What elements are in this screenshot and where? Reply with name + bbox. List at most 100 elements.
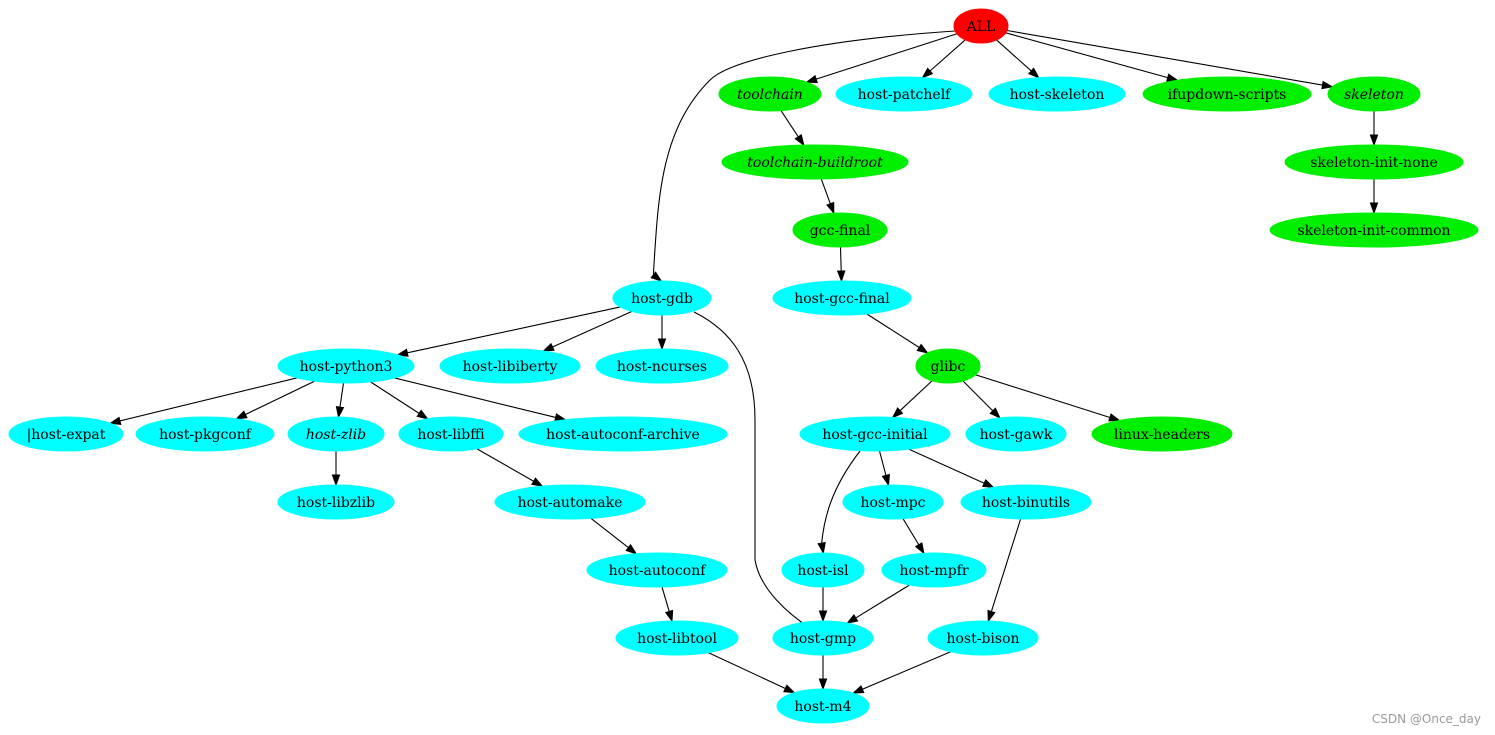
- node-skeleton-init-common[interactable]: skeleton-init-common: [1269, 212, 1479, 248]
- node-host-autoconf[interactable]: host-autoconf: [586, 552, 728, 588]
- edge-host-automake-to-host-autoconf-arrowhead: [625, 543, 638, 555]
- node-skeleton-init-common-label: skeleton-init-common: [1297, 223, 1450, 239]
- edge-ALL-to-host-gdb-line: [652, 30, 956, 275]
- node-host-libzlib-label: host-libzlib: [297, 495, 375, 511]
- edge-host-gcc-final-to-glibc: [866, 313, 929, 354]
- edge-skeleton-init-none-to-skeleton-init-common: [1369, 179, 1379, 215]
- edge-toolchain-buildroot-to-gcc-final: [820, 178, 835, 215]
- node-skeleton[interactable]: skeleton: [1327, 76, 1421, 112]
- node-host-libiberty-label: host-libiberty: [463, 359, 558, 375]
- node-host-mpfr-label: host-mpfr: [899, 563, 968, 579]
- node-host-gmp[interactable]: host-gmp: [772, 620, 874, 656]
- edge-gcc-final-to-host-gcc-final-line: [839, 246, 842, 272]
- node-host-libffi-shape: [398, 416, 504, 452]
- node-host-libiberty[interactable]: host-libiberty: [439, 348, 581, 384]
- node-host-m4-label: host-m4: [794, 699, 851, 715]
- edge-host-binutils-to-host-bison-arrowhead: [987, 609, 996, 623]
- edge-host-gdb-to-host-ncurses-arrowhead: [657, 338, 667, 351]
- node-host-libffi[interactable]: host-libffi: [398, 416, 504, 452]
- node-glibc[interactable]: glibc: [915, 348, 981, 384]
- node-host-gdb-label: host-gdb: [631, 291, 693, 307]
- edge-skeleton-to-skeleton-init-none: [1369, 111, 1379, 147]
- edge-ALL-to-toolchain-line: [816, 33, 958, 80]
- node-toolchain-label: toolchain: [737, 87, 803, 103]
- node-ALL[interactable]: ALL: [953, 8, 1009, 44]
- edge-ALL-to-host-gdb: [650, 30, 956, 282]
- node-glibc-label: glibc: [931, 359, 966, 375]
- edge-ALL-to-host-gdb-arrowhead: [650, 271, 663, 282]
- node-host-mpc-label: host-mpc: [860, 495, 925, 511]
- node-host-zlib[interactable]: host-zlib: [287, 416, 385, 452]
- node-host-autoconf-archive[interactable]: host-autoconf-archive: [518, 416, 728, 452]
- node-host-gcc-final[interactable]: host-gcc-final: [772, 280, 912, 316]
- edge-glibc-to-linux-headers-arrowhead: [1108, 413, 1121, 422]
- node-host-libzlib[interactable]: host-libzlib: [277, 484, 395, 520]
- node-ifupdown-scripts-label: ifupdown-scripts: [1168, 87, 1287, 103]
- node-skeleton-init-none-label: skeleton-init-none: [1310, 155, 1438, 171]
- node-host-mpc[interactable]: host-mpc: [842, 484, 944, 520]
- node-skeleton-shape: [1327, 76, 1421, 112]
- node-host-gdb[interactable]: host-gdb: [612, 280, 712, 316]
- node-host-gawk[interactable]: host-gawk: [965, 416, 1067, 452]
- node-host-python3[interactable]: host-python3: [277, 348, 415, 384]
- node-toolchain-buildroot[interactable]: toolchain-buildroot: [721, 144, 909, 180]
- edge-host-mpc-to-host-mpfr-arrowhead: [914, 542, 925, 555]
- node-host-libtool[interactable]: host-libtool: [615, 620, 739, 656]
- edge-host-autoconf-to-host-libtool-line: [661, 586, 670, 612]
- edge-host-gdb-to-host-ncurses: [657, 315, 667, 351]
- node-ifupdown-scripts[interactable]: ifupdown-scripts: [1142, 76, 1312, 112]
- edge-host-libffi-to-host-automake-line: [476, 448, 534, 482]
- node-host-automake[interactable]: host-automake: [494, 484, 646, 520]
- node-host-bison-label: host-bison: [946, 631, 1019, 647]
- edge-host-mpfr-to-host-gmp-line: [855, 584, 910, 619]
- node-host-isl[interactable]: host-isl: [781, 552, 865, 588]
- edge-host-isl-to-host-gmp: [818, 587, 828, 623]
- node-host-gcc-final-shape: [772, 280, 912, 316]
- edge-host-zlib-to-host-libzlib-arrowhead: [331, 474, 341, 487]
- edge-host-gcc-final-to-glibc-line: [866, 313, 920, 348]
- edge-host-gmp-to-host-m4: [818, 655, 828, 691]
- node-host-m4[interactable]: host-m4: [776, 688, 870, 724]
- node-host-gcc-initial-label: host-gcc-initial: [822, 427, 928, 443]
- edge-host-libtool-to-host-m4-arrowhead: [783, 684, 796, 694]
- edge-host-gdb-to-host-libiberty: [542, 310, 633, 352]
- edge-ALL-to-host-patchelf-arrowhead: [921, 67, 934, 79]
- edge-skeleton-to-skeleton-init-none-arrowhead: [1369, 134, 1379, 147]
- edge-ALL-to-ifupdown-scripts-line: [1005, 32, 1168, 79]
- node-host-mpfr[interactable]: host-mpfr: [881, 552, 987, 588]
- node-host-expat[interactable]: |host-expat: [8, 416, 124, 452]
- node-glibc-shape: [915, 348, 981, 384]
- node-host-gawk-shape: [965, 416, 1067, 452]
- node-host-gcc-initial[interactable]: host-gcc-initial: [799, 416, 951, 452]
- node-host-automake-shape: [494, 484, 646, 520]
- node-host-ncurses[interactable]: host-ncurses: [595, 348, 729, 384]
- edge-gcc-final-to-host-gcc-final-arrowhead: [836, 270, 846, 283]
- node-toolchain[interactable]: toolchain: [718, 76, 822, 112]
- edge-host-gdb-to-host-libiberty-arrowhead: [542, 342, 555, 352]
- node-host-skeleton[interactable]: host-skeleton: [988, 76, 1126, 112]
- edge-host-python3-to-host-zlib-arrowhead: [335, 406, 345, 419]
- node-host-pkgconf[interactable]: host-pkgconf: [135, 416, 275, 452]
- edge-ALL-to-host-patchelf-line: [929, 39, 966, 72]
- edge-glibc-to-linux-headers: [975, 374, 1121, 422]
- node-host-autoconf-shape: [586, 552, 728, 588]
- node-ALL-label: ALL: [966, 19, 996, 35]
- edge-host-gmp-to-host-m4-arrowhead: [818, 678, 828, 691]
- edge-host-gcc-final-to-glibc-arrowhead: [916, 343, 929, 354]
- node-linux-headers[interactable]: linux-headers: [1091, 416, 1233, 452]
- edge-glibc-to-host-gawk-line: [962, 380, 994, 412]
- node-skeleton-init-none[interactable]: skeleton-init-none: [1284, 144, 1464, 180]
- node-ifupdown-scripts-shape: [1142, 76, 1312, 112]
- node-host-gcc-final-label: host-gcc-final: [794, 291, 890, 307]
- node-host-patchelf[interactable]: host-patchelf: [835, 76, 973, 112]
- node-gcc-final[interactable]: gcc-final: [792, 212, 888, 248]
- node-host-autoconf-archive-shape: [518, 416, 728, 452]
- edge-ALL-to-host-skeleton-arrowhead: [1028, 67, 1040, 79]
- edge-host-mpc-to-host-mpfr: [902, 518, 925, 555]
- edge-ALL-to-skeleton: [1006, 29, 1334, 90]
- node-host-binutils[interactable]: host-binutils: [960, 484, 1092, 520]
- node-host-gcc-initial-shape: [799, 416, 951, 452]
- node-host-bison[interactable]: host-bison: [927, 620, 1039, 656]
- edge-host-python3-to-host-expat-line: [119, 377, 298, 422]
- node-host-libffi-label: host-libffi: [417, 427, 485, 443]
